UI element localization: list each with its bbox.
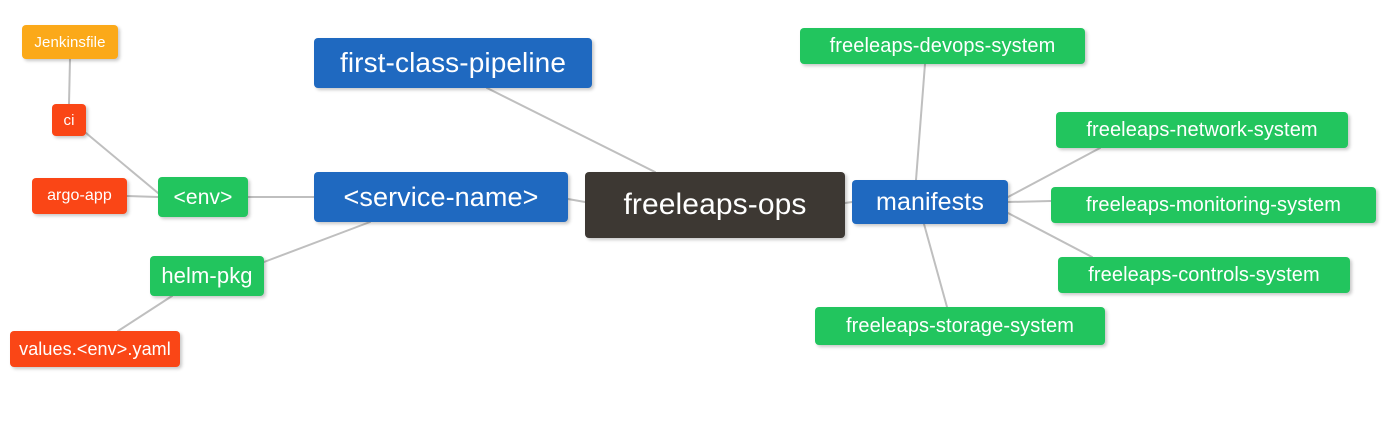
edge-values-env-yaml-to-helm-pkg [117,295,173,332]
node-ci[interactable]: ci [52,104,86,136]
node-label-first-class-pipeline: first-class-pipeline [339,47,567,78]
node-label-freeleaps-storage-system: freeleaps-storage-system [845,315,1075,337]
node-label-freeleaps-devops-system: freeleaps-devops-system [829,35,1056,57]
node-label-freeleaps-controls-system: freeleaps-controls-system [1088,264,1320,286]
edge-freeleaps-devops-system-to-manifests [915,63,926,181]
edge-freeleaps-monitoring-system-to-manifests [1007,200,1052,203]
node-label-env: <env> [173,185,233,209]
node-label-ci: ci [63,111,75,129]
node-label-freeleaps-ops: freeleaps-ops [623,188,807,221]
edge-first-class-pipeline-to-freeleaps-ops [486,87,656,173]
node-label-freeleaps-monitoring-system: freeleaps-monitoring-system [1085,194,1341,216]
node-label-argo-app: argo-app [47,187,112,204]
node-label-helm-pkg: helm-pkg [161,263,253,288]
edge-service-name-to-freeleaps-ops [567,198,586,203]
node-label-values-env-yaml: values.<env>.yaml [19,339,171,359]
node-helm-pkg[interactable]: helm-pkg [150,256,264,296]
node-label-freeleaps-network-system: freeleaps-network-system [1086,119,1318,141]
edge-argo-app-to-env [126,195,159,198]
node-first-class-pipeline[interactable]: first-class-pipeline [314,38,592,88]
node-label-service-name: <service-name> [343,181,539,212]
node-freeleaps-ops[interactable]: freeleaps-ops [585,172,845,238]
edge-freeleaps-storage-system-to-manifests [923,223,948,308]
edge-freeleaps-ops-to-manifests [844,201,853,204]
node-manifests[interactable]: manifests [852,180,1008,224]
node-freeleaps-monitoring-system[interactable]: freeleaps-monitoring-system [1051,187,1376,223]
node-freeleaps-devops-system[interactable]: freeleaps-devops-system [800,28,1085,64]
node-label-manifests: manifests [876,187,984,216]
node-service-name[interactable]: <service-name> [314,172,568,222]
node-label-jenkinsfile: Jenkinsfile [34,33,106,51]
edge-jenkinsfile-to-ci [68,58,71,105]
node-argo-app[interactable]: argo-app [32,178,127,214]
node-freeleaps-network-system[interactable]: freeleaps-network-system [1056,112,1348,148]
edge-helm-pkg-to-service-name [263,221,371,263]
node-values-env-yaml[interactable]: values.<env>.yaml [10,331,180,367]
node-freeleaps-controls-system[interactable]: freeleaps-controls-system [1058,257,1350,293]
node-jenkinsfile[interactable]: Jenkinsfile [22,25,118,59]
node-freeleaps-storage-system[interactable]: freeleaps-storage-system [815,307,1105,345]
node-env[interactable]: <env> [158,177,248,217]
